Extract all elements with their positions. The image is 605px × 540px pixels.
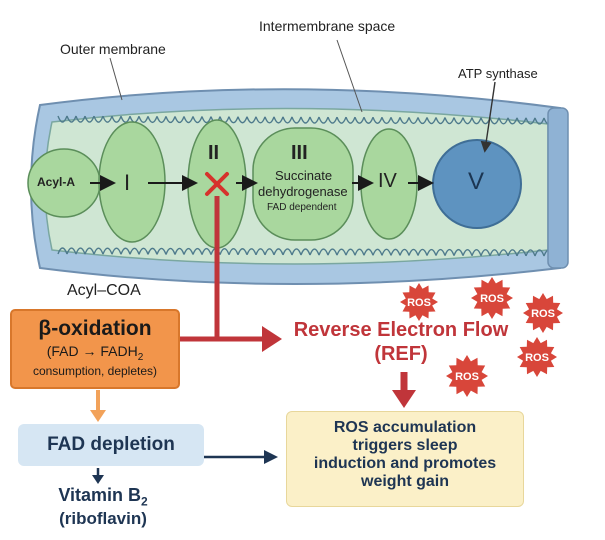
navy-arrow-down-head <box>92 475 104 484</box>
leader-atp-synthase <box>480 81 496 153</box>
ros-accumulation-box: ROS accumulation triggers sleep inductio… <box>286 411 524 507</box>
beta-oxidation-line2: consumption, depletes) <box>32 363 158 378</box>
complex-ii-label: II <box>208 142 220 164</box>
ros-burst-group: ROS ROS ROS ROS ROS <box>400 277 563 397</box>
vitamin-line2: (riboflavin) <box>59 508 147 528</box>
complex-v-label: V <box>468 168 485 195</box>
outer-membrane-label: Outer membrane <box>60 41 166 57</box>
fad-depletion-label: FAD depletion <box>47 434 175 455</box>
complex-iii-note: FAD dependent <box>267 202 337 213</box>
acyl-a-label: Acyl-A <box>37 175 76 189</box>
cristae-top <box>57 115 554 125</box>
ros-burst-3 <box>523 293 563 333</box>
ros-burst-4 <box>517 337 557 377</box>
complex-iii-name2: dehydrogenase <box>258 184 348 199</box>
intermembrane-space-label: Intermembrane space <box>259 18 396 34</box>
ros-burst-label-4: ROS <box>525 352 549 364</box>
complex-iii-label: III <box>291 142 308 164</box>
acyl-coa-label: Acyl–COA <box>67 282 141 299</box>
cristae-bottom <box>57 247 554 257</box>
orange-down-arrow-head <box>90 410 106 422</box>
vitamin-line1: Vitamin B2 <box>58 485 148 509</box>
block-x-icon <box>205 172 229 196</box>
beta-oxidation-box: β-oxidation (FAD → FADH2 consumption, de… <box>10 309 180 389</box>
membrane-end-cap <box>547 107 569 269</box>
ros-burst-label-2: ROS <box>480 293 504 305</box>
ros-box-line1: ROS accumulation <box>333 419 477 436</box>
ref-arrow-head <box>262 326 282 352</box>
ref-text: Reverse Electron Flow (REF) <box>276 319 526 366</box>
ref-line1: Reverse Electron Flow <box>293 319 509 341</box>
ros-box-line4: weight gain <box>361 473 449 490</box>
ros-burst-1 <box>400 283 438 321</box>
ros-burst-5 <box>446 355 488 397</box>
atp-synthase-label: ATP synthase <box>458 66 538 81</box>
ros-burst-label-3: ROS <box>531 308 555 320</box>
leader-outer-membrane <box>109 57 123 101</box>
vitamin-b2-text: Vitamin B2 (riboflavin) <box>18 485 188 529</box>
ref-line2: (REF) <box>374 343 428 365</box>
ros-burst-label-1: ROS <box>407 297 431 309</box>
ros-box-line2: triggers sleep <box>352 437 458 454</box>
fad-depletion-box: FAD depletion <box>18 424 204 466</box>
navy-arrow-right-head <box>264 450 278 464</box>
ros-burst-label-5: ROS <box>455 371 479 383</box>
ros-box-line3: induction and promotes <box>313 455 497 472</box>
leader-intermembrane <box>336 39 363 113</box>
complex-iv-label: IV <box>378 170 397 192</box>
complex-iii-name: Succinate <box>275 168 333 183</box>
complex-i-label: I <box>124 170 131 195</box>
beta-oxidation-title: β-oxidation <box>38 317 152 340</box>
ref-down-arrow-head <box>392 390 416 408</box>
ros-burst-2 <box>471 277 513 319</box>
beta-oxidation-line1: (FAD → FADH2 <box>46 343 144 363</box>
